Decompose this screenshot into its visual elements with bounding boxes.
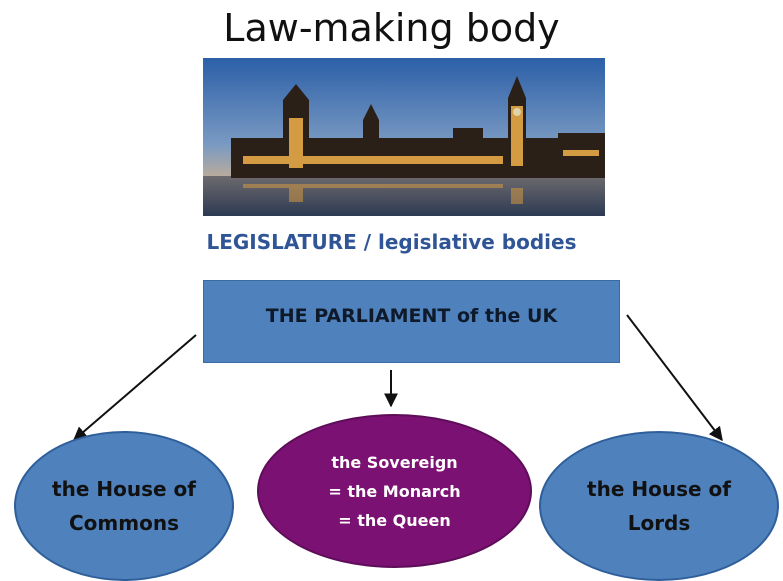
house-of-commons-ellipse: the House of Commons bbox=[14, 431, 234, 581]
parliament-photo bbox=[203, 58, 605, 216]
legislature-subtitle: LEGISLATURE / legislative bodies bbox=[206, 230, 577, 254]
arrow-to-lords bbox=[626, 314, 723, 442]
house-of-lords-ellipse: the House of Lords bbox=[539, 431, 779, 581]
sovereign-ellipse: the Sovereign = the Monarch = the Queen bbox=[257, 414, 532, 568]
house-of-lords-label: the House of Lords bbox=[587, 477, 731, 535]
parliament-label: THE PARLIAMENT of the UK bbox=[265, 304, 558, 327]
parliament-box: THE PARLIAMENT of the UK bbox=[203, 280, 620, 363]
arrow-to-commons bbox=[72, 334, 197, 441]
page-title: Law-making body bbox=[223, 6, 560, 50]
house-of-commons-label: the House of Commons bbox=[52, 477, 196, 535]
sovereign-label: the Sovereign = the Monarch = the Queen bbox=[328, 452, 461, 530]
